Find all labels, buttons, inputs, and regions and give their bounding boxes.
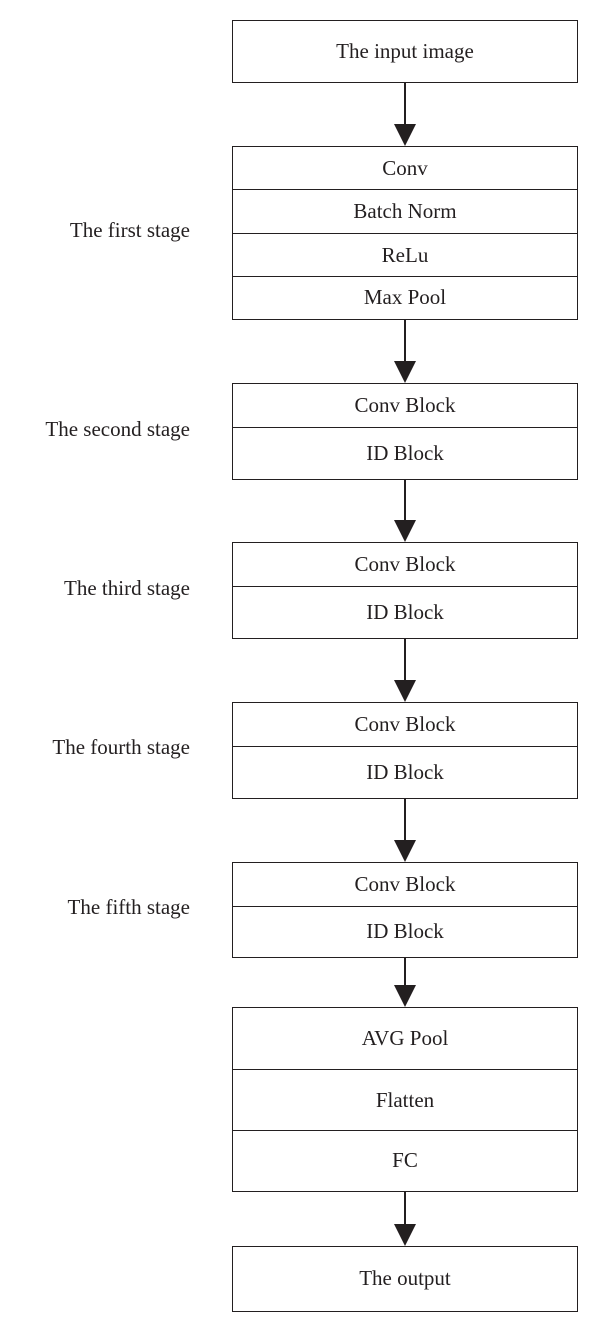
stage-first-row-relu: ReLu — [233, 233, 577, 276]
stage-fourth-row-conv-block: Conv Block — [354, 712, 456, 736]
stage-fifth-row-conv-block: Conv Block — [354, 872, 456, 896]
stage-second-row-conv-block: Conv Block — [354, 393, 456, 417]
stage-label-third: The third stage — [64, 576, 190, 600]
stage-label-second: The second stage — [45, 417, 190, 441]
stage-third-row-id-block: ID Block — [233, 586, 577, 637]
stage-first-row-max-pool: Max Pool — [233, 276, 577, 318]
arrow-stage4-to-stage5 — [394, 798, 416, 862]
stage-fifth-box: Conv Block ID Block — [232, 862, 578, 958]
stage-fifth-row-id-block: ID Block — [233, 906, 577, 956]
arrow-stage3-to-stage4 — [394, 638, 416, 702]
stage-label-first: The first stage — [69, 218, 190, 242]
arrow-input-to-stage1 — [394, 82, 416, 146]
arrow-head-to-output — [394, 1191, 416, 1246]
head-row-fc: FC — [233, 1130, 577, 1190]
stage-second-box: Conv Block ID Block — [232, 383, 578, 480]
stage-first-box: Conv Batch Norm ReLu Max Pool — [232, 146, 578, 320]
input-box: The input image — [232, 20, 578, 83]
head-row-flatten: Flatten — [233, 1069, 577, 1130]
stage-second-row-id-block: ID Block — [233, 427, 577, 478]
output-label: The output — [359, 1266, 451, 1290]
arrow-stage1-to-stage2 — [394, 319, 416, 383]
stage-fourth-box: Conv Block ID Block — [232, 702, 578, 799]
input-image-label: The input image — [336, 38, 474, 63]
arrow-stage2-to-stage3 — [394, 479, 416, 542]
arrow-stage5-to-head — [394, 957, 416, 1007]
stage-label-fourth: The fourth stage — [52, 735, 190, 759]
stage-third-box: Conv Block ID Block — [232, 542, 578, 639]
head-box: AVG Pool Flatten FC — [232, 1007, 578, 1192]
head-row-avg-pool: AVG Pool — [361, 1026, 449, 1050]
stage-first-row-batch-norm: Batch Norm — [233, 189, 577, 233]
stage-third-row-conv-block: Conv Block — [354, 552, 456, 576]
stage-fourth-row-id-block: ID Block — [233, 746, 577, 797]
output-box: The output — [232, 1246, 578, 1312]
stage-first-row-conv: Conv — [382, 155, 428, 180]
stage-label-fifth: The fifth stage — [67, 895, 190, 919]
